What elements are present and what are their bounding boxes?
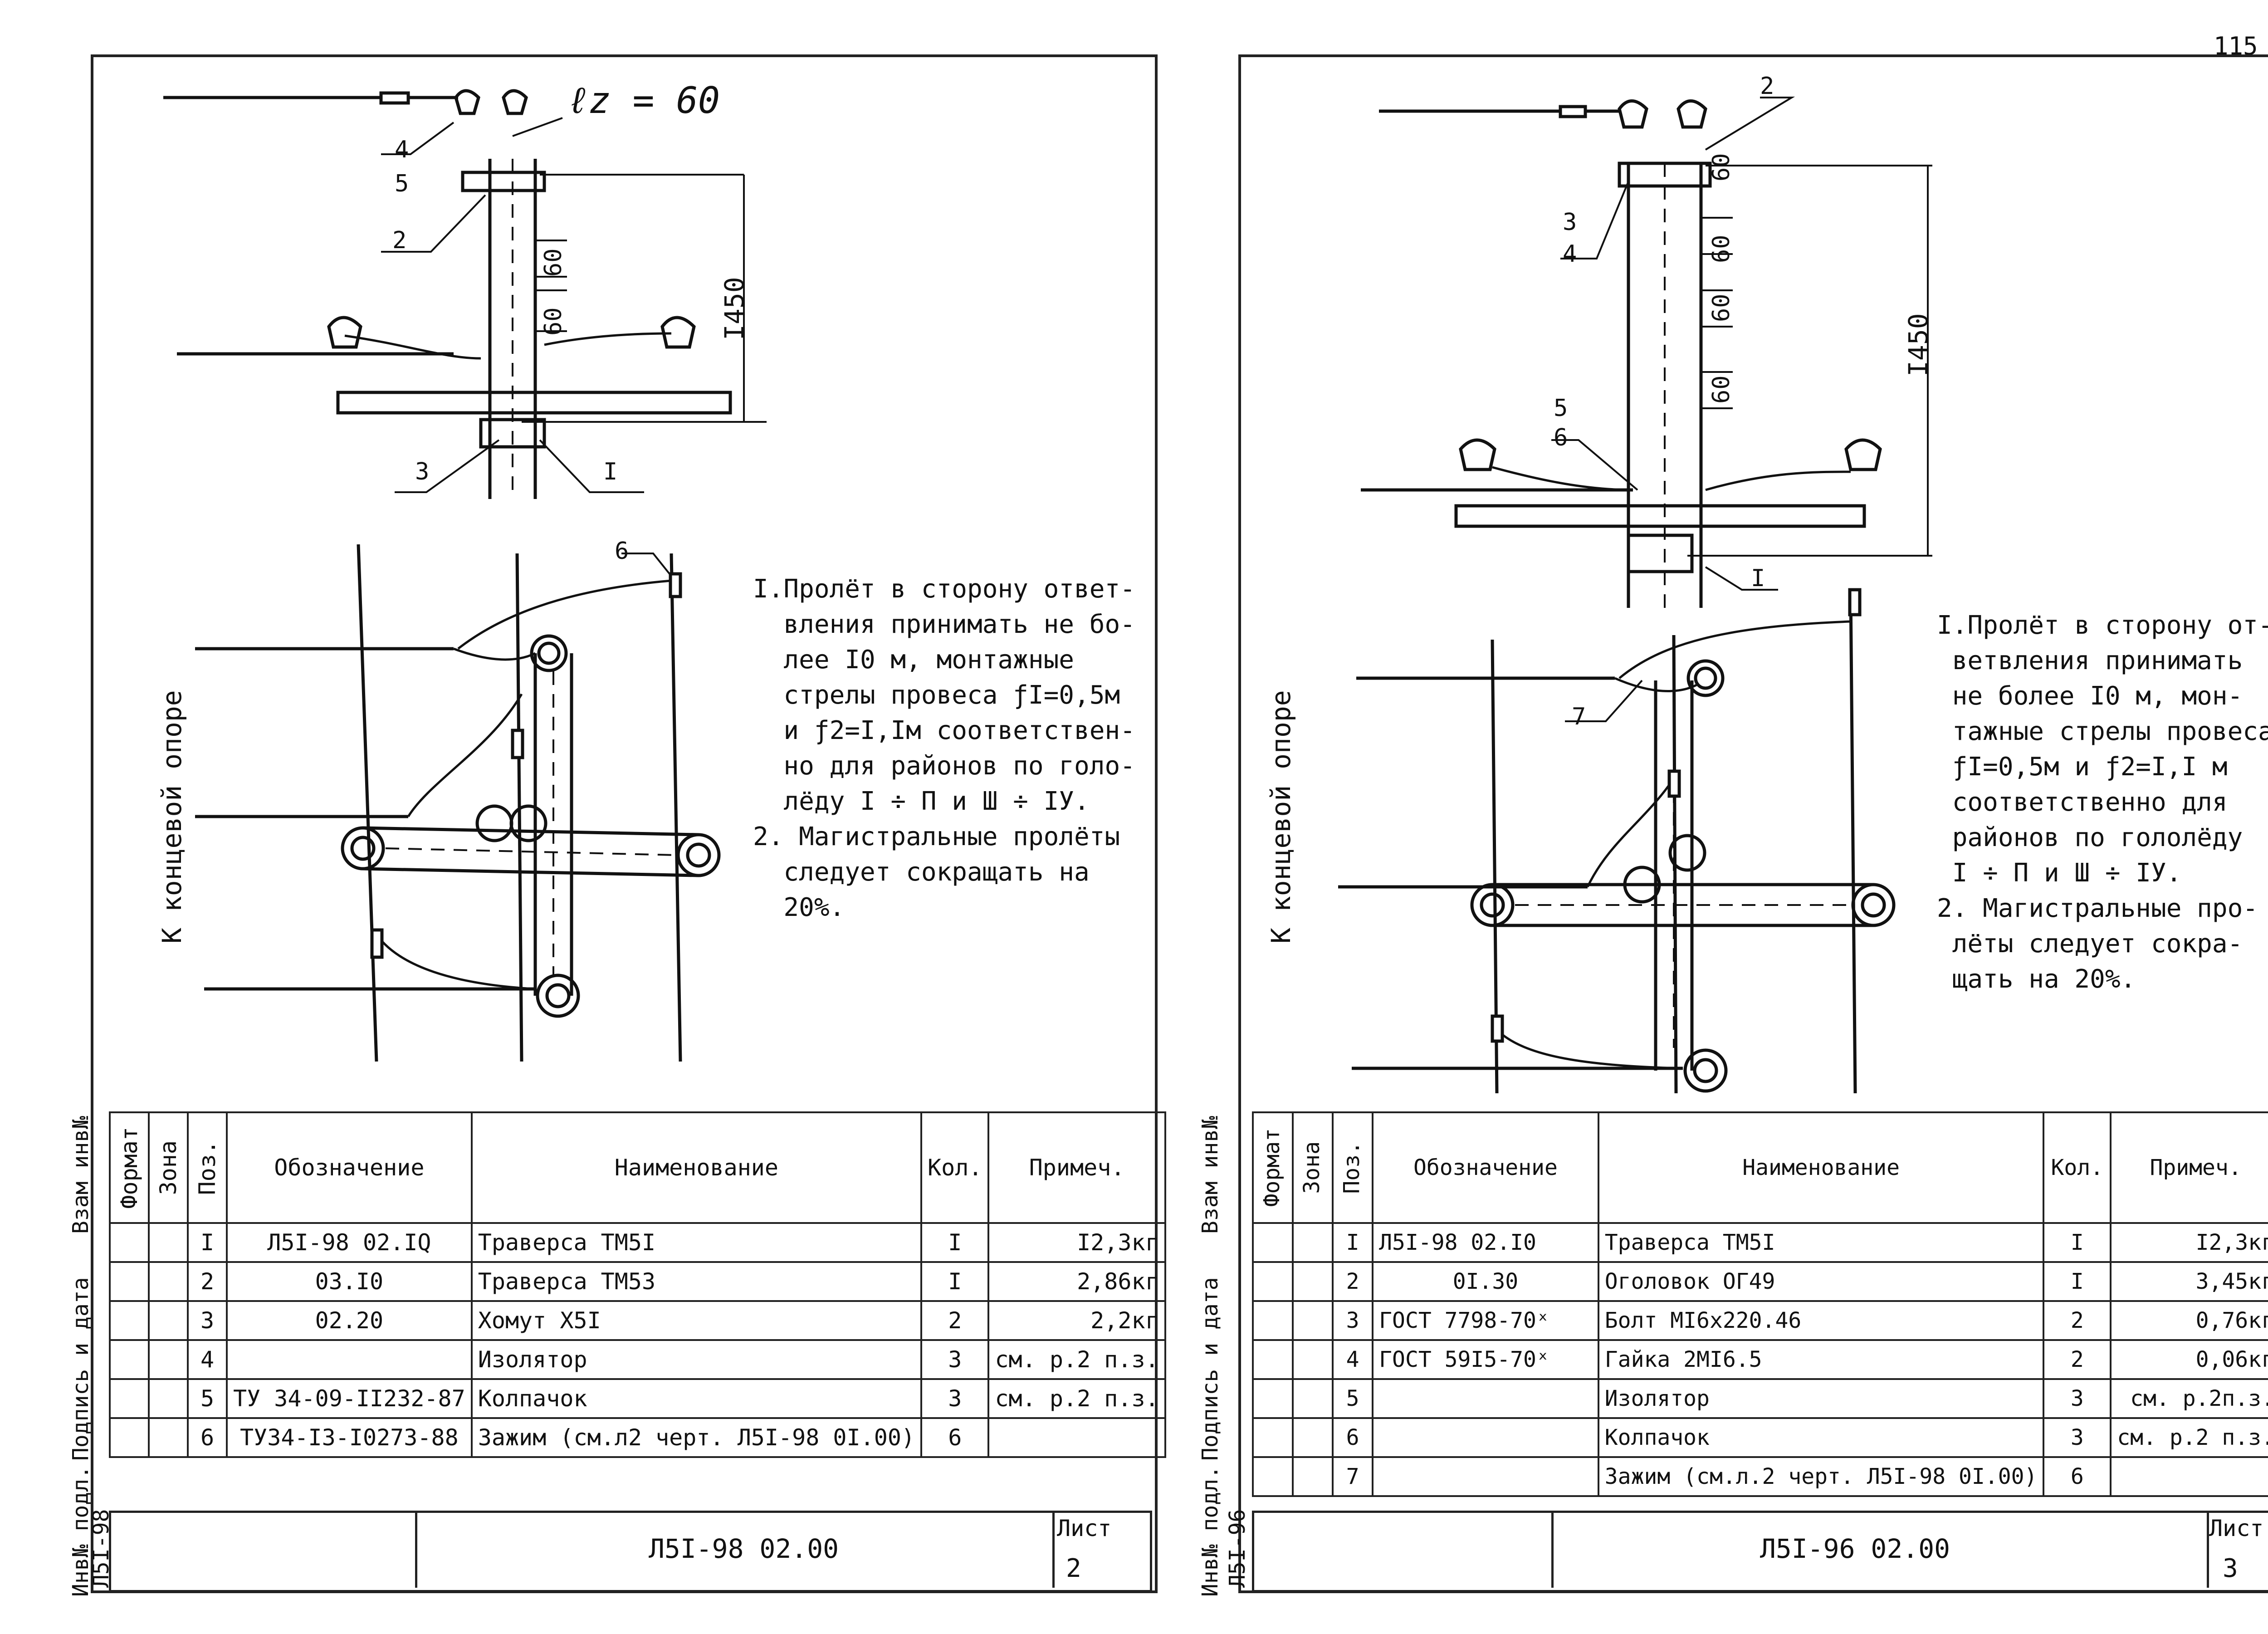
left-callout-5: 5 xyxy=(395,170,409,197)
right-insulator xyxy=(1618,99,1648,129)
left-title-block-cell xyxy=(415,1511,1055,1588)
right-notes: I.Пролёт в сторону от- ветвления принима… xyxy=(1937,611,2268,994)
left-insulator xyxy=(502,89,528,115)
right-callout-4: 4 xyxy=(1563,240,1577,268)
col-note: Примеч. xyxy=(2110,1111,2268,1224)
left-drawing-code: Л5I-98 02.00 xyxy=(649,1533,839,1564)
col-qty: Кол. xyxy=(2043,1111,2112,1224)
table-header-row: Формат Зона Поз. Обозначение Наименовани… xyxy=(109,1111,1166,1224)
right-sheet-number: 3 xyxy=(2223,1554,2238,1583)
left-sheet-number: 2 xyxy=(1066,1554,1081,1583)
right-callout-3: 3 xyxy=(1563,209,1577,236)
right-dim-60d: 60 xyxy=(1708,375,1735,404)
left-insulator xyxy=(454,89,480,115)
right-insulator xyxy=(1844,438,1882,471)
left-plan-line xyxy=(670,553,682,1062)
left-callout-2: 2 xyxy=(392,227,407,254)
left-spec-table: Формат Зона Поз. Обозначение Наименовани… xyxy=(109,1111,1166,1458)
table-header-row: Формат Зона Поз. Обозначение Наименовани… xyxy=(1251,1111,2268,1224)
right-insulator xyxy=(1677,99,1707,129)
right-callout-6: 6 xyxy=(1554,424,1568,451)
right-drawing-code: Л5I-96 02.00 xyxy=(1760,1533,1950,1564)
left-sheet-label: Лист xyxy=(1057,1515,1112,1541)
table-row: 7 Зажим (см.л.2 черт. Л5I-98 0I.00)6 xyxy=(1251,1456,2268,1497)
right-side-label: К концевой опоре xyxy=(1266,690,1296,944)
right-callout-2: 2 xyxy=(1760,73,1774,100)
left-title-block xyxy=(109,1511,1152,1592)
col-name: Наименование xyxy=(470,1111,923,1224)
col-designation: Обозначение xyxy=(1372,1111,1599,1224)
right-margin-label: Взам инв№ xyxy=(1198,1115,1223,1234)
right-dim-60a: 60 xyxy=(1708,153,1735,181)
left-callout-3: 3 xyxy=(415,458,430,485)
col-designation: Обозначение xyxy=(226,1111,473,1224)
right-dim-1450: I450 xyxy=(1903,313,1934,377)
right-callout-I: I xyxy=(1751,565,1765,592)
right-margin-label: Л5I-96 xyxy=(1225,1509,1250,1588)
right-callout-5: 5 xyxy=(1554,395,1568,422)
right-title-block xyxy=(1252,1511,2268,1592)
right-spec-table: Формат Зона Поз. Обозначение Наименовани… xyxy=(1251,1111,2268,1497)
col-qty: Кол. xyxy=(920,1111,990,1224)
right-sheet-label: Лист xyxy=(2209,1515,2264,1541)
left-plan-line xyxy=(357,544,378,1062)
col-note: Примеч. xyxy=(987,1111,1166,1224)
left-dim-lz: ℓz = 60 xyxy=(567,79,720,122)
right-margin-label: Подпись и дата xyxy=(1198,1277,1223,1461)
right-title-block-cell xyxy=(1551,1511,2209,1588)
right-callout-7: 7 xyxy=(1572,703,1586,730)
left-crossarm xyxy=(336,391,732,415)
right-plan-line xyxy=(1849,594,1857,1094)
right-dim-60b: 60 xyxy=(1708,235,1735,263)
left-callout-6: 6 xyxy=(615,538,629,565)
left-callout-4: 4 xyxy=(395,136,409,163)
right-dim-60c: 60 xyxy=(1708,294,1735,322)
right-margin-label: Инв№ подл. xyxy=(1198,1466,1223,1597)
left-callout-I: I xyxy=(603,458,618,485)
left-insulator xyxy=(660,316,696,349)
col-format: Формат xyxy=(1259,1128,1285,1207)
col-pos: Поз. xyxy=(1339,1141,1365,1194)
right-crossarm xyxy=(1454,504,1866,528)
left-notes: I.Пролёт в сторону ответ- вления принима… xyxy=(753,574,1135,922)
col-zone: Зона xyxy=(1299,1141,1325,1194)
col-name: Наименование xyxy=(1597,1111,2045,1224)
right-insulator xyxy=(1459,438,1496,471)
